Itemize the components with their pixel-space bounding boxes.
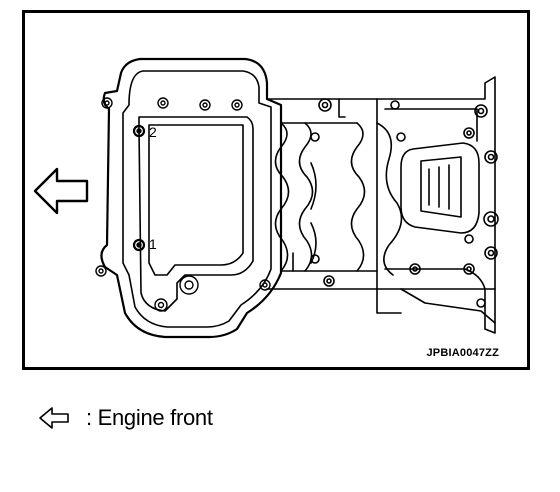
oil-pan-inner-flange xyxy=(122,70,272,328)
oil-pan-bolts xyxy=(95,97,271,312)
rear-housing xyxy=(376,76,499,334)
legend: : Engine front xyxy=(38,404,213,432)
left-arrow-outline-icon xyxy=(39,407,69,429)
crankcase-center-section xyxy=(266,98,496,290)
engine-front-arrow-icon xyxy=(33,167,89,215)
callout-1: 1 xyxy=(149,236,157,252)
oil-pan-well xyxy=(138,116,254,312)
figure-frame: 2 1 JPBIA0047ZZ xyxy=(22,10,530,370)
oil-pan-outer-outline xyxy=(100,57,283,339)
oil-pan-inner-rib xyxy=(148,124,244,276)
callout-2: 2 xyxy=(149,124,157,140)
figure-code: JPBIA0047ZZ xyxy=(426,347,499,359)
legend-text: : Engine front xyxy=(86,405,213,430)
engine-oil-pan-diagram: 2 1 xyxy=(33,57,499,339)
